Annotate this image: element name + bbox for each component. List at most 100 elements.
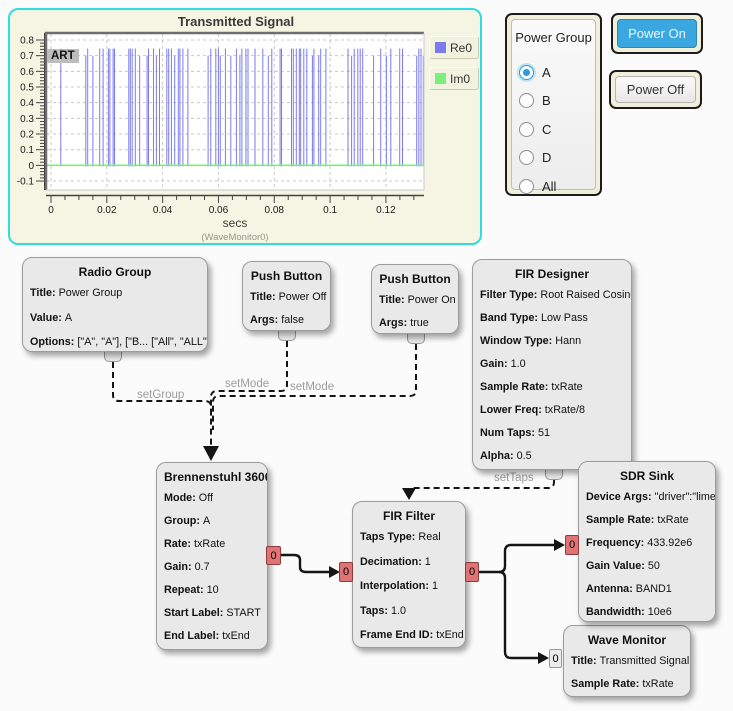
svg-text:0.12: 0.12 bbox=[376, 205, 396, 216]
svg-text:-0.1: -0.1 bbox=[17, 177, 35, 188]
block-param: Gain Value:50 bbox=[586, 559, 660, 572]
plot-footer: (WaveMonitor0) bbox=[201, 232, 269, 243]
block-param: Band Type:Low Pass bbox=[480, 311, 588, 324]
block-param: End Label:txEnd bbox=[164, 629, 250, 642]
svg-text:0.08: 0.08 bbox=[265, 205, 285, 216]
block-fir-designer[interactable]: FIR Designer Filter Type:Root Raised Cos… bbox=[472, 259, 632, 470]
block-param: Bandwidth:10e6 bbox=[586, 605, 672, 618]
block-title: Radio Group bbox=[78, 265, 152, 279]
arrowhead-icon bbox=[402, 488, 416, 500]
block-title: Push Button bbox=[250, 269, 323, 283]
wire-label-setmode: setMode bbox=[290, 381, 335, 393]
y-axis-ruler bbox=[36, 33, 45, 190]
out-port-fir-filter[interactable]: 0 bbox=[465, 562, 479, 582]
radio-option-label: A bbox=[542, 64, 551, 80]
arrowhead-icon bbox=[554, 539, 565, 551]
block-param: Options:["A", "A"], ["B... ["All", "ALL"… bbox=[30, 336, 208, 349]
block-param: Group:A bbox=[164, 514, 211, 527]
radio-option-label: All bbox=[542, 178, 557, 194]
svg-text:0.8: 0.8 bbox=[20, 36, 34, 47]
block-param: Taps:1.0 bbox=[360, 604, 407, 617]
block-param: Sample Rate:txRate bbox=[480, 380, 583, 393]
block-param: Lower Freq:txRate/8 bbox=[480, 403, 586, 416]
legend-label: Im0 bbox=[450, 71, 471, 86]
block-title: Brennenstuhl 3600 bbox=[164, 470, 268, 484]
block-param: Sample Rate:txRate bbox=[586, 513, 689, 526]
block-param: Title:Power Off bbox=[250, 290, 327, 303]
svg-text:0.3: 0.3 bbox=[20, 114, 34, 125]
svg-text:0.02: 0.02 bbox=[97, 205, 117, 216]
wire-brennenstuhl-to-fir[interactable] bbox=[281, 553, 330, 574]
block-param: Antenna:BAND1 bbox=[586, 582, 672, 595]
in-port-sdr-sink[interactable]: 0 bbox=[565, 535, 579, 555]
block-title: FIR Filter bbox=[382, 509, 435, 523]
msg-port-push-button-off[interactable] bbox=[278, 330, 296, 341]
plot-title: Transmitted Signal bbox=[177, 14, 295, 29]
svg-text:0.6: 0.6 bbox=[20, 67, 34, 78]
wire-fir-to-sdr[interactable] bbox=[498, 543, 554, 574]
out-port-brennenstuhl[interactable]: 0 bbox=[266, 546, 281, 565]
block-param: Filter Type:Root Raised Cosine bbox=[480, 288, 632, 301]
wire-fir-to-wavemonitor[interactable] bbox=[498, 570, 538, 660]
legend-entry-im0: Im0 bbox=[429, 67, 479, 90]
start-label-annotation: ART bbox=[47, 49, 79, 63]
y-tick-labels: 0.80.70.60.50.40.30.20.10-0.1 bbox=[17, 36, 35, 188]
msg-port-push-button-on[interactable] bbox=[407, 333, 425, 344]
in-port-wave-monitor[interactable]: 0 bbox=[549, 649, 562, 668]
power-off-button[interactable]: Power Off bbox=[615, 76, 696, 103]
block-param: Start Label:START bbox=[164, 606, 261, 619]
radio-option-label: B bbox=[542, 93, 551, 108]
svg-text:0.4: 0.4 bbox=[20, 98, 34, 109]
legend-entry-re0: Re0 bbox=[429, 36, 479, 59]
radio-option-b[interactable]: B bbox=[519, 91, 551, 111]
block-param: Sample Rate:txRate bbox=[571, 677, 674, 690]
re0-swatch-icon bbox=[435, 42, 446, 53]
msg-port-radio-group[interactable] bbox=[104, 351, 122, 362]
block-param: Title:Power Group bbox=[30, 287, 123, 300]
signal-re0 bbox=[60, 48, 424, 167]
arrowhead-icon bbox=[203, 446, 219, 461]
block-param: Title:Transmitted Signal bbox=[571, 654, 690, 667]
svg-text:0.06: 0.06 bbox=[209, 205, 229, 216]
block-param: Decimation:1 bbox=[360, 555, 431, 568]
radio-option-all[interactable]: All bbox=[519, 176, 556, 196]
in-port-fir-filter[interactable]: 0 bbox=[339, 562, 353, 582]
radio-option-c[interactable]: C bbox=[519, 119, 551, 139]
radio-icon bbox=[519, 121, 534, 137]
block-title: Push Button bbox=[379, 272, 451, 286]
radio-icon bbox=[519, 178, 534, 194]
radio-option-a[interactable]: A bbox=[519, 62, 551, 82]
im0-swatch-icon bbox=[435, 73, 446, 84]
wire-setgroup[interactable] bbox=[112, 362, 212, 447]
radio-option-d[interactable]: D bbox=[519, 148, 551, 168]
x-axis-ruler bbox=[46, 194, 424, 203]
wire-label-setmode: setMode bbox=[225, 378, 270, 390]
radio-option-label: D bbox=[542, 150, 552, 165]
svg-text:0: 0 bbox=[28, 161, 34, 172]
block-param: Rate:txRate bbox=[164, 537, 226, 550]
power-off-widget: Power Off bbox=[609, 70, 702, 109]
block-title: FIR Designer bbox=[514, 267, 589, 281]
svg-text:0.5: 0.5 bbox=[20, 83, 34, 94]
block-param: Value:A bbox=[30, 311, 73, 324]
power-group-title: Power Group bbox=[515, 30, 592, 45]
power-on-button[interactable]: Power On bbox=[617, 19, 697, 48]
block-param: Args:false bbox=[250, 313, 305, 326]
radio-icon bbox=[519, 150, 534, 165]
block-param: Args:true bbox=[379, 316, 429, 329]
block-sdr-sink[interactable]: SDR Sink Device Args:"driver":"lime"Samp… bbox=[578, 461, 716, 622]
msg-port-fir-designer[interactable] bbox=[545, 469, 563, 480]
svg-text:0.04: 0.04 bbox=[153, 205, 173, 216]
power-on-widget: Power On bbox=[611, 13, 703, 54]
